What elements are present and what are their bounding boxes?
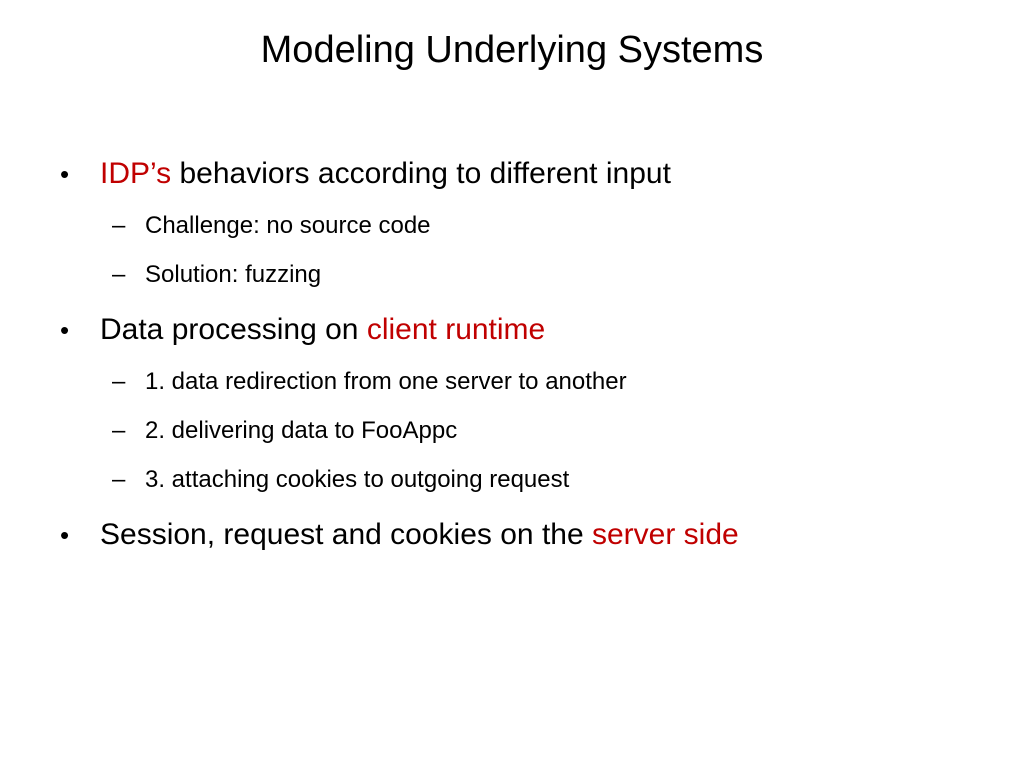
sub-bullet-text: 3. attaching cookies to outgoing request (145, 466, 570, 493)
sub-bullet-text: 1. data redirection from one server to a… (145, 368, 627, 395)
sub-bullet-marker: – (112, 261, 126, 288)
bullet-text: IDP’s behaviors according to different i… (100, 154, 671, 194)
bullet-text: Data processing on client runtime (100, 310, 545, 350)
bullet-marker: • (60, 520, 70, 550)
bullet-marker: • (60, 315, 70, 345)
highlight-text: client runtime (366, 313, 546, 346)
bullet-text: Session, request and cookies on the serv… (100, 515, 739, 555)
bullet-text-lead: Session, request and cookies on the (100, 518, 592, 551)
bullet-text-lead: Data processing on (100, 313, 367, 346)
sub-bullet-marker: – (112, 212, 126, 239)
bullet-text-rest: behaviors according to different input (171, 157, 671, 190)
sub-bullet-text: Challenge: no source code (145, 212, 431, 239)
sub-bullet-marker: – (112, 417, 126, 444)
bullet-marker: • (60, 159, 70, 189)
sub-bullet-marker: – (112, 466, 126, 493)
sub-bullet-text: 2. delivering data to FooAppc (145, 417, 458, 444)
sub-bullet-marker: – (112, 368, 126, 395)
highlight-text: IDP’s (100, 157, 172, 190)
sub-bullet-text: Solution: fuzzing (145, 261, 322, 288)
slide-title: Modeling Underlying Systems (260, 29, 764, 71)
highlight-text: server side (591, 518, 739, 551)
